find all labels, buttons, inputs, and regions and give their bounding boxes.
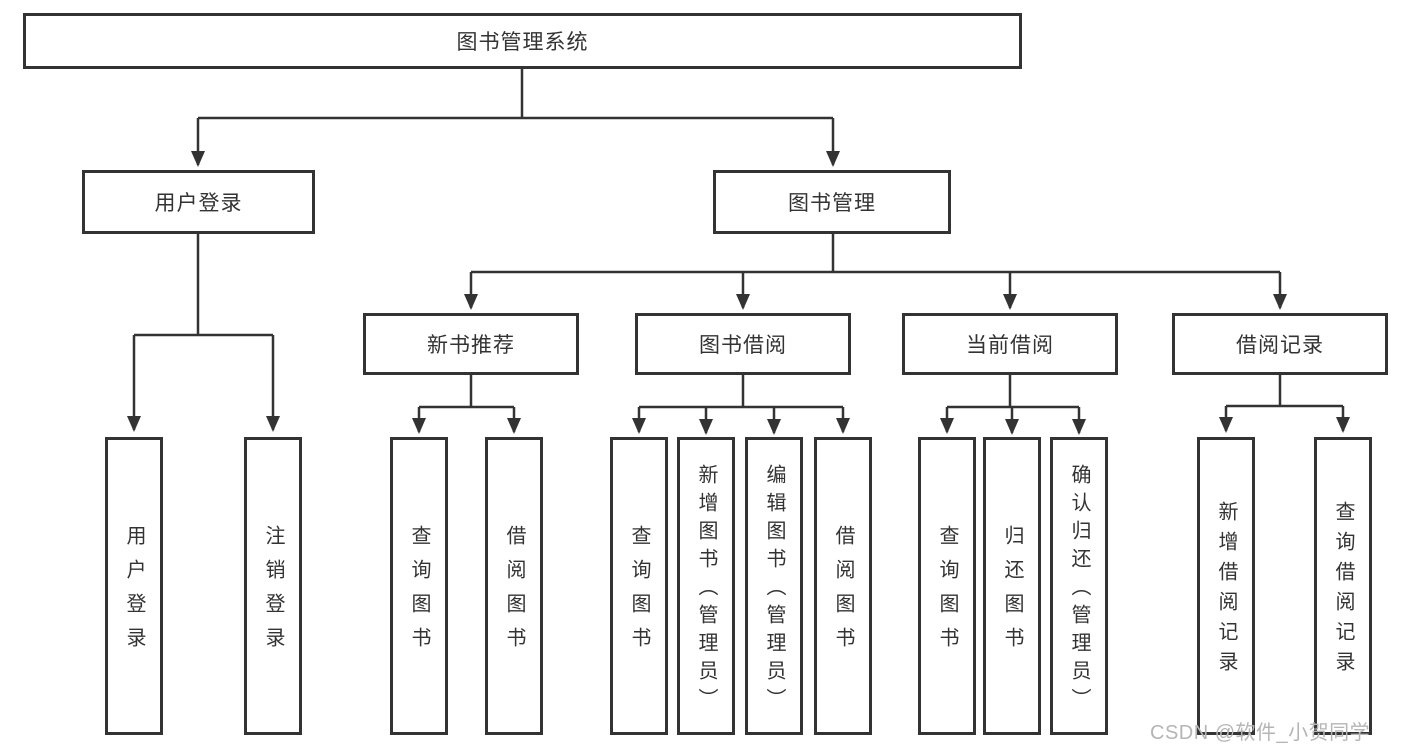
node-book-borrowing: 图书借阅 — [635, 313, 851, 375]
leaf-add-borrow-record: 新增借阅记录 — [1197, 437, 1255, 735]
leaf-query-books-current: 查询图书 — [918, 437, 976, 735]
node-new-book-recommend: 新书推荐 — [363, 313, 579, 375]
leaf-add-book-admin: 新增图书（管理员） — [677, 437, 735, 735]
leaf-query-books-recommend: 查询图书 — [390, 437, 448, 735]
node-user-login: 用户登录 — [82, 170, 315, 234]
node-current-borrowing: 当前借阅 — [902, 313, 1118, 375]
leaf-confirm-return-admin: 确认归还（管理员） — [1050, 437, 1108, 735]
leaf-borrow-books-recommend: 借阅图书 — [485, 437, 543, 735]
node-borrowing-records: 借阅记录 — [1172, 313, 1388, 375]
leaf-logout: 注销登录 — [244, 437, 302, 735]
leaf-return-books: 归还图书 — [983, 437, 1041, 735]
leaf-query-borrow-record: 查询借阅记录 — [1314, 437, 1372, 735]
leaf-query-books-borrowing: 查询图书 — [610, 437, 668, 735]
node-book-management: 图书管理 — [713, 170, 951, 234]
leaf-borrow-books-borrowing: 借阅图书 — [814, 437, 872, 735]
leaf-edit-book-admin: 编辑图书（管理员） — [745, 437, 803, 735]
node-library-management-system: 图书管理系统 — [23, 13, 1022, 69]
csdn-watermark: CSDN @软件_小贺同学 — [1150, 722, 1371, 744]
leaf-user-login: 用户登录 — [105, 437, 163, 735]
